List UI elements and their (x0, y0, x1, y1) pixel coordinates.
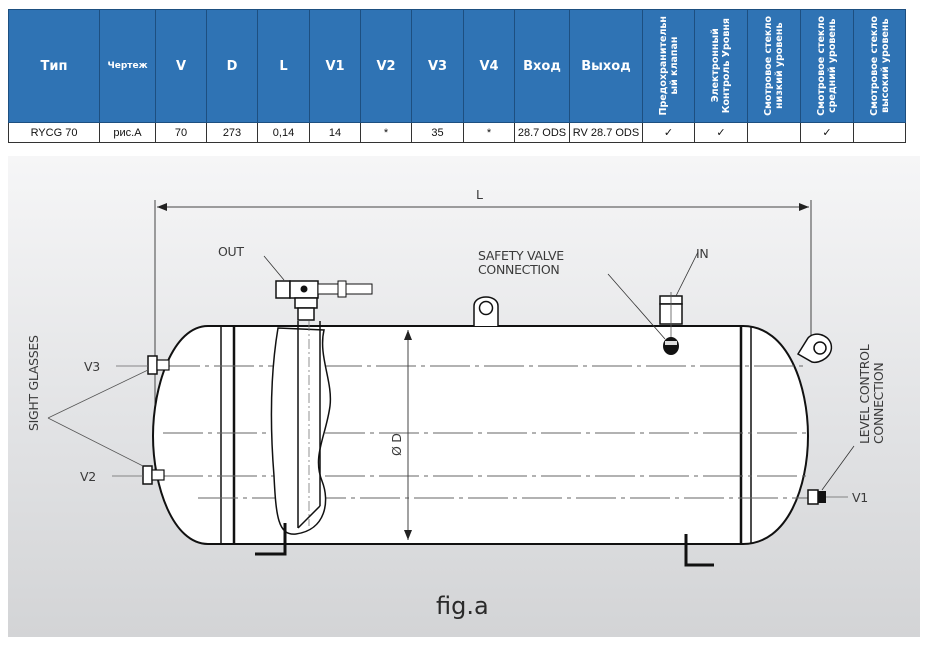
sight-glass-v2: V2 (80, 465, 165, 485)
figure-caption: fig.a (436, 592, 489, 620)
header-sight-glass-high: Смотровое стекло высокий уровень (853, 9, 906, 123)
support-feet (255, 523, 714, 567)
header-level-control-text: Электронный Контроль Уровня (710, 18, 732, 114)
header-sight-glass-mid: Смотровое стекло средний уровень (800, 9, 854, 123)
tank-body (151, 325, 818, 545)
header-inlet: Вход (514, 9, 570, 123)
header-sight-glass-high-text: Смотровое стекло высокий уровень (868, 16, 891, 116)
level-control-v1: V1 LEVEL CONTROL CONNECTION (807, 344, 886, 505)
header-sight-glass-low: Смотровое стекло низкий уровень (747, 9, 801, 123)
cell-v3: 35 (411, 122, 464, 143)
header-l: L (257, 9, 310, 123)
level-control-label-line2: CONNECTION (871, 363, 886, 444)
header-d: D (206, 9, 258, 123)
safety-valve-label-line1: SAFETY VALVE (478, 248, 564, 263)
cell-v: 70 (155, 122, 207, 143)
header-outlet: Выход (569, 9, 643, 123)
cell-l: 0,14 (257, 122, 310, 143)
header-safety-valve: Предохранительн ый клапан (642, 9, 695, 123)
v3-label: V3 (84, 359, 100, 374)
length-label: L (476, 187, 483, 202)
v2-label: V2 (80, 469, 96, 484)
in-label: IN (696, 246, 708, 261)
cell-level-control-check: ✓ (694, 122, 748, 143)
cell-drawing: рис.A (99, 122, 156, 143)
header-v4: V4 (463, 9, 515, 123)
header-v1: V1 (309, 9, 361, 123)
cell-v2: * (360, 122, 412, 143)
table-header-row: Тип Чертеж V D L V1 V2 V3 V4 Вход Выход … (8, 9, 906, 123)
table-row: RYCG 70 рис.A 70 273 0,14 14 * 35 * 28.7… (8, 122, 906, 143)
cell-safety-valve-check: ✓ (642, 122, 695, 143)
spec-table: Тип Чертеж V D L V1 V2 V3 V4 Вход Выход … (8, 9, 906, 143)
sight-glasses-callout: SIGHT GLASSES (26, 335, 149, 467)
out-valve: OUT (218, 244, 373, 321)
cell-d: 273 (206, 122, 258, 143)
v1-label: V1 (852, 490, 868, 505)
header-level-control: Электронный Контроль Уровня (694, 9, 748, 123)
header-type: Тип (8, 9, 100, 123)
diameter-dimension: Ø D (389, 330, 412, 540)
header-drawing: Чертеж (99, 9, 156, 123)
sight-glass-v3: V3 (84, 355, 170, 375)
cell-inlet: 28.7 ODS (514, 122, 570, 143)
cell-sight-glass-mid-check: ✓ (800, 122, 854, 143)
out-label: OUT (218, 244, 244, 259)
level-control-label-line1: LEVEL CONTROL (857, 344, 872, 444)
safety-valve-label-line2: CONNECTION (478, 262, 559, 277)
header-sight-glass-low-text: Смотровое стекло низкий уровень (763, 16, 785, 116)
cell-type: RYCG 70 (8, 122, 100, 143)
header-safety-valve-text: Предохранительн ый клапан (657, 16, 680, 116)
cutaway-dip-tube (270, 321, 332, 535)
header-v: V (155, 9, 207, 123)
header-v3: V3 (411, 9, 464, 123)
lifting-lug-top (473, 296, 499, 326)
cell-v1: 14 (309, 122, 361, 143)
cell-v4: * (463, 122, 515, 143)
cell-sight-glass-low (747, 122, 801, 143)
safety-valve-connection: SAFETY VALVE CONNECTION (478, 248, 679, 355)
header-v2: V2 (360, 9, 412, 123)
sight-glasses-label: SIGHT GLASSES (26, 335, 41, 431)
diameter-label: Ø D (389, 433, 404, 456)
header-sight-glass-mid-text: Смотровое стекло средний уровень (816, 16, 838, 116)
in-connection: IN (659, 246, 709, 348)
technical-drawing: L (8, 156, 920, 637)
lifting-lug-right (796, 333, 833, 364)
cell-sight-glass-high (853, 122, 906, 143)
receiver-drawing-svg: L (26, 187, 886, 620)
cell-outlet: RV 28.7 ODS (569, 122, 643, 143)
